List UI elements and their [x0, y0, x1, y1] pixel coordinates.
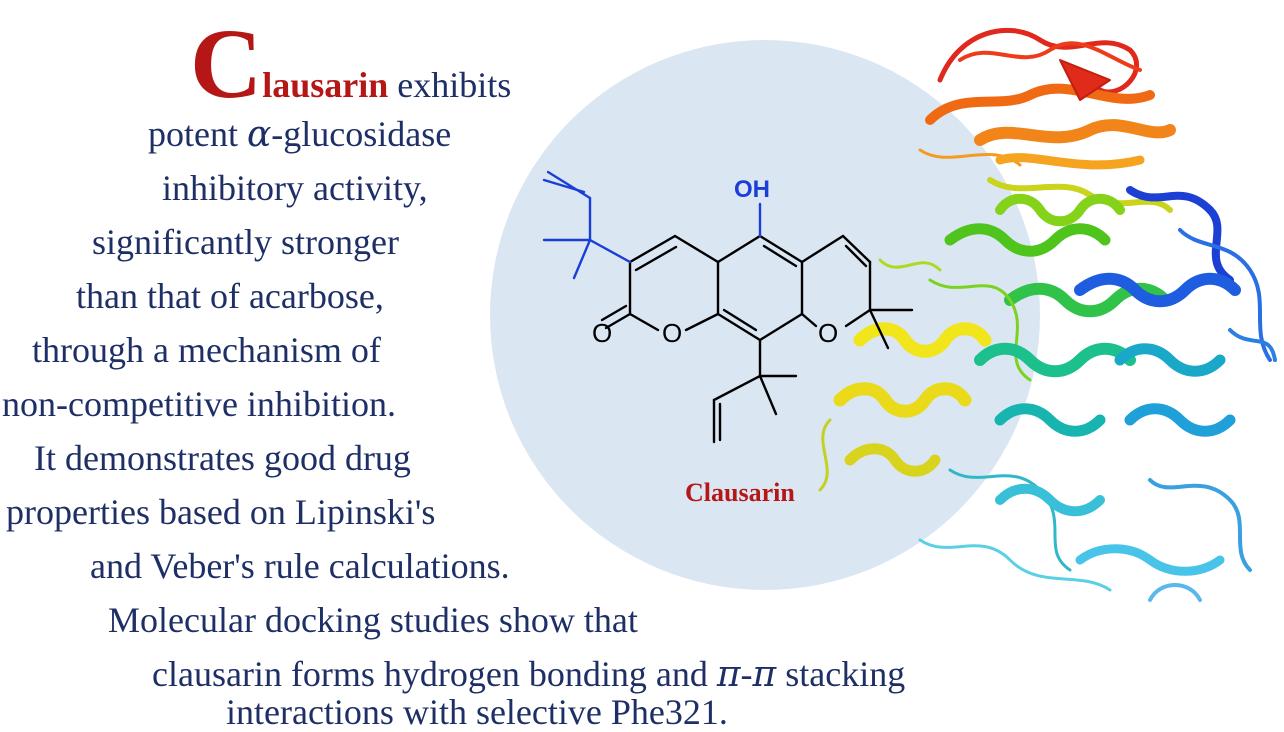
text-line-13: interactions with selective Phe321. [226, 692, 728, 732]
drop-cap-initial: C [190, 8, 263, 119]
text-line-1: Clausarin exhibits [190, 14, 511, 114]
text-line-3: inhibitory activity, [162, 168, 428, 208]
text-line-12: clausarin forms hydrogen bonding and π-π… [152, 656, 905, 693]
ring-oxygen-label: O [818, 318, 839, 348]
pi-symbol: π [716, 654, 741, 695]
carbonyl-oxygen-label: O [592, 318, 613, 348]
ring-oxygen-label: O [662, 318, 683, 348]
text-line-9: properties based on Lipinski's [6, 492, 436, 532]
text-line-2: potent α-glucosidase [148, 116, 451, 153]
text-line-8: It demonstrates good drug [34, 438, 411, 478]
text-fragment: stacking [776, 654, 906, 694]
hydroxyl-label: OH [734, 176, 770, 203]
text-line-4: significantly stronger [92, 222, 399, 262]
alpha-symbol: α [246, 114, 272, 155]
text-line-11: Molecular docking studies show that [108, 600, 638, 640]
text-fragment: clausarin forms hydrogen bonding and [152, 654, 717, 694]
text-line-6: through a mechanism of [32, 330, 381, 370]
text-line-5: than that of acarbose, [76, 276, 384, 316]
compound-name-label: Clausarin [685, 478, 795, 507]
text-fragment: potent [148, 114, 247, 154]
text-line-10: and Veber's rule calculations. [90, 546, 510, 586]
compound-name-highlight: lausarin [262, 65, 389, 105]
text-fragment: -glucosidase [271, 114, 452, 154]
text-fragment: exhibits [388, 65, 512, 105]
text-line-7: non-competitive inhibition. [2, 384, 396, 424]
text-fragment: - [740, 654, 753, 694]
pi-symbol: π [752, 654, 777, 695]
